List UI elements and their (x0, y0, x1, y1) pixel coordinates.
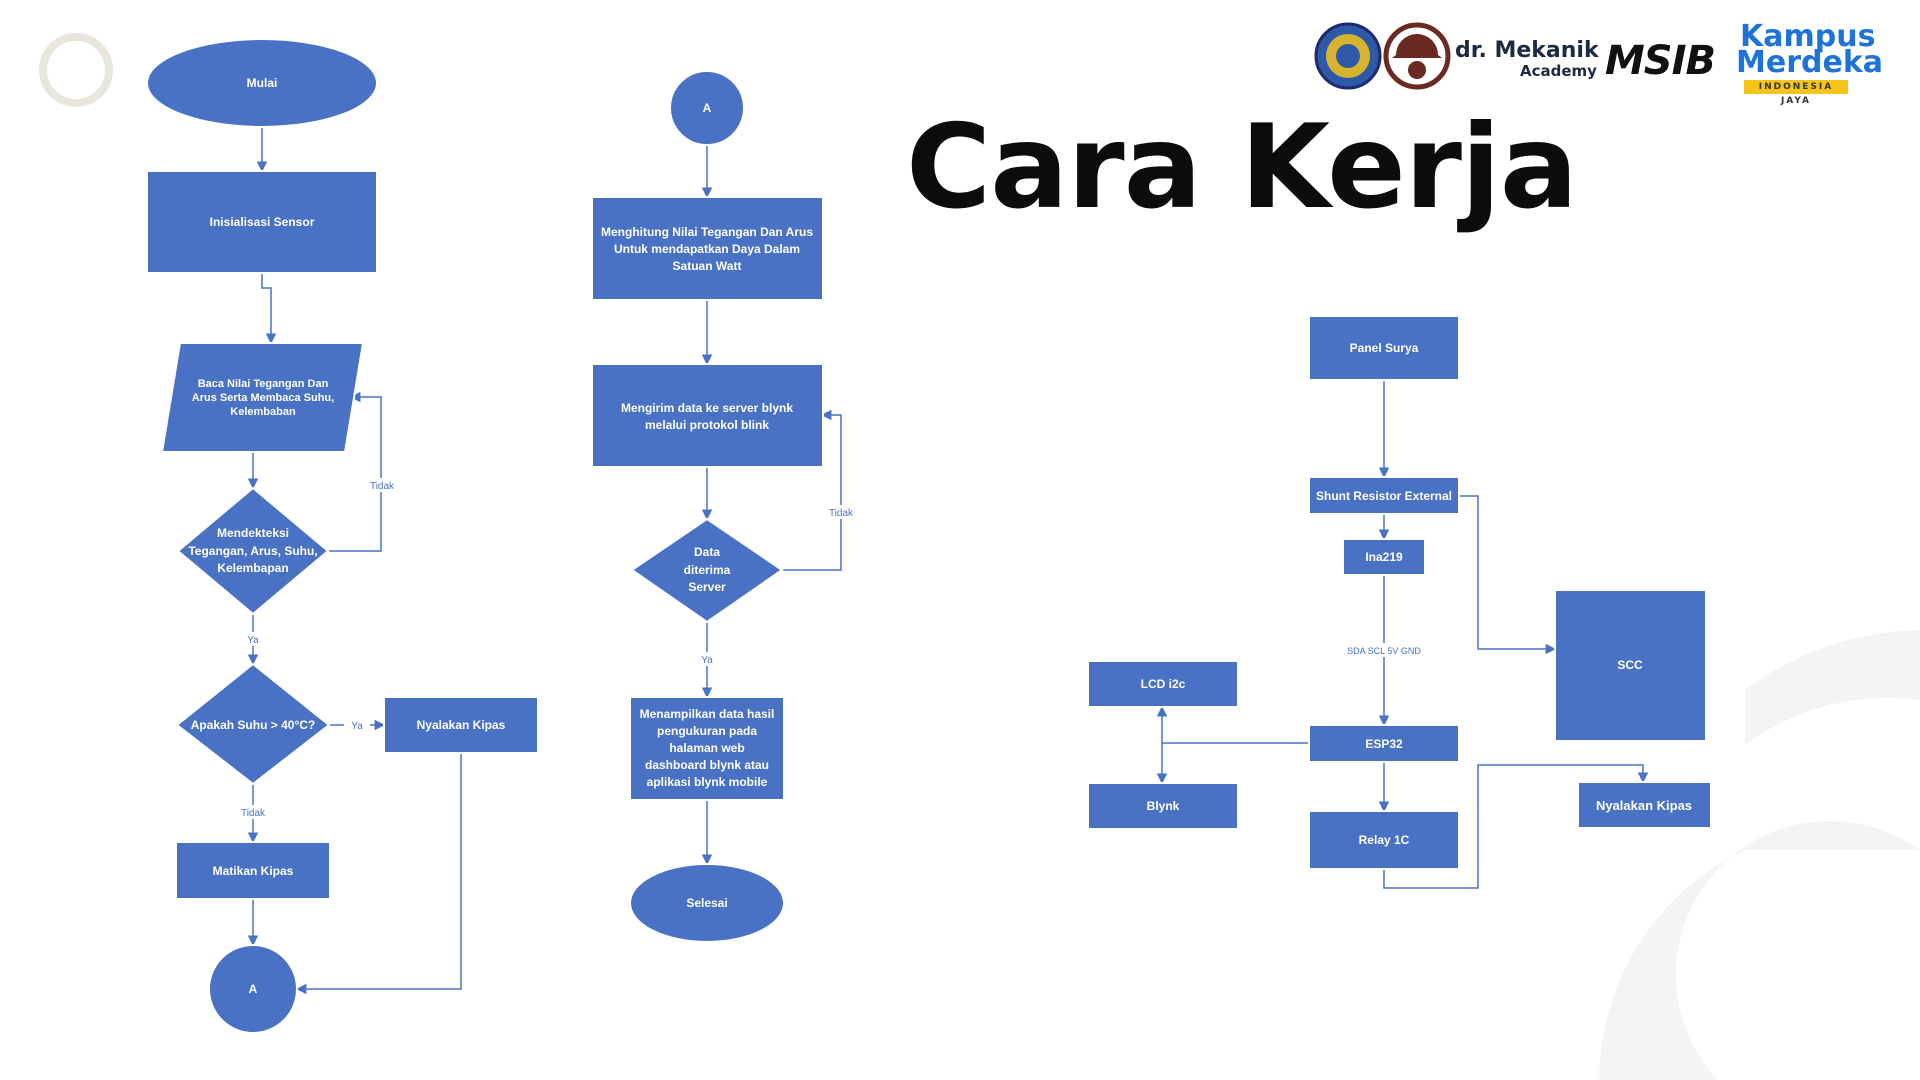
esp32-block (1308, 724, 1460, 763)
temp-check-label: Apakah Suhu > 40°C? (191, 718, 316, 732)
relay-label: Relay 1C (1359, 833, 1410, 847)
read-label-line3: Kelembaban (230, 406, 296, 418)
display-label-line3: halaman web (669, 741, 744, 755)
detect-label-line2: Tegangan, Arus, Suhu, (188, 544, 317, 558)
block-diagram: SDA SCL 5V GND Panel Surya Shunt Resisto… (1087, 315, 1712, 889)
send-label-line2: melalui protokol blink (645, 418, 769, 432)
connector-a-middle (669, 70, 745, 146)
flowchart-left: Tidak Ya Ya Tidak Mulai Inisialisasi (146, 38, 539, 1034)
ina219-block (1342, 538, 1426, 576)
edge-label-ya-detect: Ya (247, 635, 259, 646)
edge-label-tidak-server: Tidak (829, 508, 854, 519)
lcd-label: LCD i2c (1141, 677, 1186, 691)
send-label-line1: Mengirim data ke server blynk (621, 401, 793, 415)
esp32-label: ESP32 (1365, 737, 1403, 751)
edge-label-ya-temp: Ya (351, 721, 363, 732)
connector-a-left-label: A (249, 982, 258, 996)
read-label-line1: Baca Nilai Tegangan Dan (198, 378, 329, 390)
decorative-ring (39, 33, 113, 107)
logo-emblems (1314, 22, 1451, 90)
blynk-block (1087, 782, 1239, 830)
start-terminator (146, 38, 378, 128)
decorative-arc-shape (1599, 821, 1920, 1080)
detect-label-line3: Kelembapan (217, 561, 288, 575)
scc-label: SCC (1617, 658, 1643, 672)
decorative-arc-shape-top (1745, 630, 1920, 745)
indonesia-jaya-banner: INDONESIA JAYA (1744, 80, 1848, 106)
fan-on-block (1577, 781, 1712, 829)
edge-label-ya-server: Ya (701, 655, 713, 666)
end-label: Selesai (686, 896, 727, 910)
read-values-io (160, 342, 365, 453)
kampus-logo-text: Kampus (1740, 19, 1876, 54)
fan-on-label: Nyalakan Kipas (417, 718, 506, 732)
blynk-label: Blynk (1147, 799, 1180, 813)
display-label-line1: Menampilkan data hasil (640, 707, 775, 721)
msib-logo: MSIB (1605, 38, 1716, 84)
compute-label-line2: Untuk mendapatkan Daya Dalam (614, 242, 800, 256)
panel-surya-label: Panel Surya (1350, 341, 1419, 355)
flowchart-middle: Tidak Ya A Menghitung Nilai Tegangan Dan… (591, 70, 860, 943)
display-label-line2: pengukuran pada (657, 724, 757, 738)
display-label-line5: aplikasi blynk mobile (647, 775, 768, 789)
detect-label-line1: Mendekteksi (217, 526, 289, 540)
lcd-i2c-block (1087, 660, 1239, 708)
shunt-label: Shunt Resistor External (1316, 489, 1452, 503)
edge-label-tidak-temp: Tidak (241, 808, 266, 819)
received-label-line1: Data (694, 545, 720, 559)
bus-label: SDA SCL 5V GND (1347, 646, 1421, 656)
compute-label-line1: Menghitung Nilai Tegangan Dan Arus (601, 225, 813, 239)
connector-a-middle-label: A (703, 101, 712, 115)
slide-title: Cara Kerja (906, 100, 1578, 235)
logo-strip: dr. Mekanik Academy MSIB Kampus Merdeka … (1312, 18, 1883, 107)
send-blynk-process (591, 363, 824, 468)
panel-surya-block (1308, 315, 1460, 381)
edge-label-tidak-detect: Tidak (370, 481, 395, 492)
fan-off-process (175, 841, 331, 900)
read-label-line2: Arus Serta Membaca Suhu, (192, 392, 334, 404)
merdeka-logo-text: Merdeka (1736, 45, 1884, 80)
detect-decision (176, 486, 330, 616)
ina219-label: Ina219 (1365, 550, 1403, 564)
received-label-line3: Server (688, 580, 726, 594)
init-sensor-label: Inisialisasi Sensor (210, 215, 315, 229)
academy-logo-text: Academy (1520, 62, 1597, 80)
scc-block (1554, 589, 1707, 742)
init-sensor-process (146, 170, 378, 274)
end-terminator (629, 863, 785, 943)
compute-power-process (591, 196, 824, 301)
fan-on-process (383, 696, 539, 754)
fan-off-label: Matikan Kipas (213, 864, 294, 878)
display-dashboard-process (629, 696, 785, 801)
compute-label-line3: Satuan Watt (673, 259, 742, 273)
relay-block (1308, 810, 1460, 870)
received-label-line2: diterima (684, 563, 731, 577)
start-label: Mulai (247, 76, 278, 90)
display-label-line4: dashboard blynk atau (645, 758, 769, 772)
fan-block-label: Nyalakan Kipas (1596, 798, 1692, 813)
connector-a-left (208, 944, 298, 1034)
shunt-resistor-block (1308, 476, 1460, 515)
dr-mekanik-logo-text: dr. Mekanik (1455, 38, 1599, 63)
temp-check-decision (175, 662, 331, 786)
data-received-decision (630, 517, 784, 624)
